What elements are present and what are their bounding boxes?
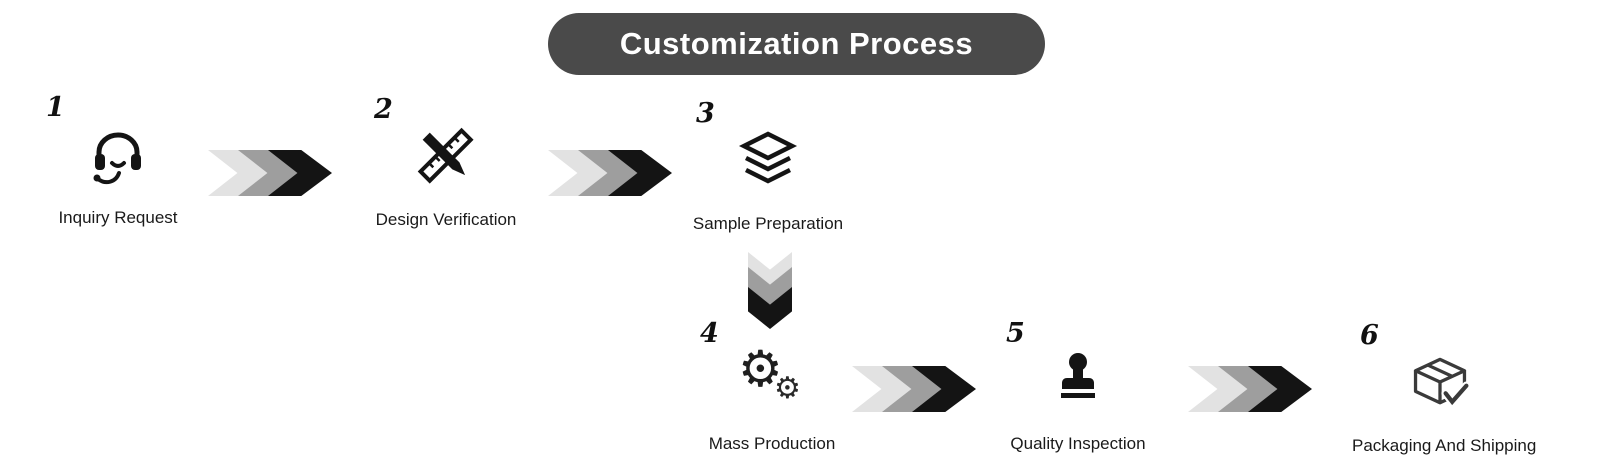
gears-icon: ⚙ ⚙ <box>738 344 804 412</box>
ruler-pencil-icon <box>414 124 478 188</box>
process-step-2: 2 Design Verification <box>366 96 526 230</box>
process-step-4: 4 ⚙ ⚙ Mass Production <box>692 320 852 454</box>
gear-large-icon: ⚙ <box>738 340 783 398</box>
arrow-down <box>748 252 792 332</box>
step-number-6: 6 <box>1360 320 1379 351</box>
page-title: Customization Process <box>619 26 974 61</box>
arrow-right-3 <box>852 366 978 412</box>
step-number-2: 2 <box>374 94 393 125</box>
package-icon <box>1408 350 1472 414</box>
gear-small-icon: ⚙ <box>774 371 801 406</box>
step-label-1: Inquiry Request <box>58 208 178 227</box>
step-label-6: Packaging And Shipping <box>1352 436 1537 455</box>
step-label-5: Quality Inspection <box>1010 434 1146 453</box>
process-step-1: 1 Inquiry Request <box>38 94 198 228</box>
process-step-6: 6 Packaging And Shipping <box>1352 322 1537 456</box>
step-number-4: 4 <box>700 318 719 349</box>
step-number-3: 3 <box>696 98 715 129</box>
arrow-right-1 <box>208 150 334 196</box>
step-number-1: 1 <box>46 92 65 123</box>
step-number-5: 5 <box>1006 318 1025 349</box>
step-label-4: Mass Production <box>708 434 836 453</box>
title-banner: Customization Process <box>548 13 1045 75</box>
process-step-5: 5 Quality Inspection <box>998 320 1158 454</box>
process-step-3: 3 Sample Preparation <box>688 100 848 234</box>
arrow-right-4 <box>1188 366 1314 412</box>
arrow-right-2 <box>548 150 674 196</box>
headset-icon <box>86 122 150 186</box>
layers-icon <box>736 128 800 192</box>
stamp-icon <box>1046 348 1110 412</box>
step-label-3: Sample Preparation <box>692 214 844 233</box>
step-label-2: Design Verification <box>375 210 517 229</box>
